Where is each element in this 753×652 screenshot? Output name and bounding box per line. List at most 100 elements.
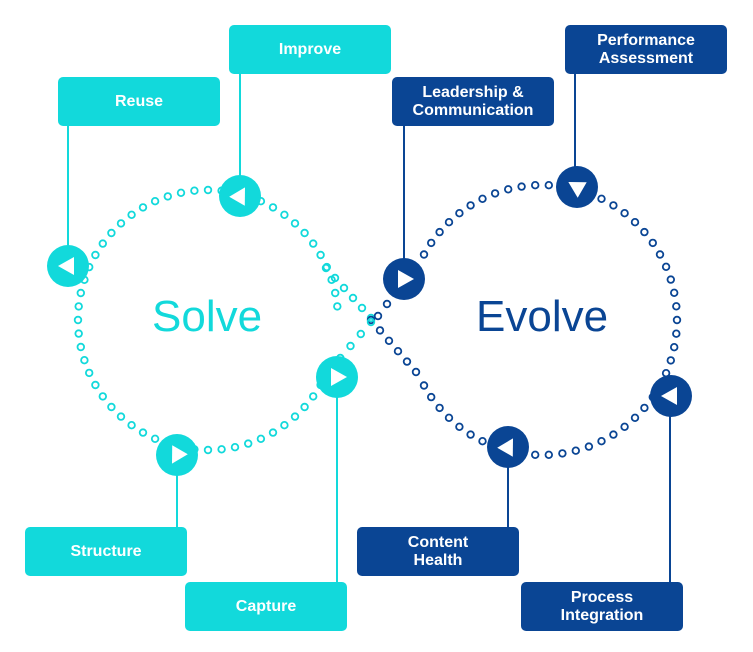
evolve-loop-dot	[597, 194, 606, 203]
evolve-loop-dot	[444, 413, 454, 422]
solve-crossover-dot	[348, 293, 358, 303]
leadership-communication-box[interactable]: Leadership & Communication	[392, 77, 554, 126]
solve-loop-dot	[76, 342, 85, 352]
solve-crossover-dot	[357, 303, 367, 313]
solve-loop-dot	[116, 219, 126, 228]
performance-marker[interactable]	[556, 166, 598, 208]
evolve-loop-dot	[466, 201, 475, 210]
play-arrow-icon	[331, 368, 347, 386]
structure-marker[interactable]	[156, 434, 198, 476]
evolve-loop-dot	[444, 217, 454, 227]
content-health-marker[interactable]	[487, 426, 529, 468]
evolve-loop-dot	[531, 180, 540, 190]
solve-loop-dot	[116, 412, 126, 421]
structure-box[interactable]: Structure	[25, 527, 187, 576]
evolve-loop-dot	[455, 208, 464, 218]
evolve-loop-dot	[620, 422, 629, 431]
solve-loop-dot	[91, 250, 100, 260]
solve-loop-dot	[309, 239, 318, 248]
solve-loop-dot	[300, 402, 309, 412]
solve-loop-dot	[309, 392, 318, 401]
solve-loop-dot	[107, 228, 116, 238]
solve-loop-dot	[127, 210, 136, 219]
improve-marker[interactable]	[219, 175, 261, 217]
evolve-loop-dot	[558, 449, 567, 458]
evolve-loop-dot	[419, 250, 429, 259]
content-health-box-label: Content Health	[407, 533, 469, 569]
evolve-loop-dot	[666, 275, 675, 284]
play-arrow-icon	[568, 182, 587, 198]
reuse-box-label: Reuse	[114, 92, 164, 110]
evolve-crossover-dot	[411, 367, 421, 377]
solve-loop-dot	[268, 428, 278, 437]
improve-box[interactable]: Improve	[229, 25, 391, 74]
solve-label: Solve	[152, 292, 263, 341]
capture-marker[interactable]	[316, 356, 358, 398]
solve-loop-dot	[331, 288, 340, 298]
evolve-loop-dot	[666, 356, 675, 365]
play-arrow-icon	[661, 387, 677, 405]
solve-loop-dot	[230, 443, 240, 452]
evolve-crossover-dot	[393, 347, 403, 356]
solve-loop-dot	[98, 392, 107, 401]
play-arrow-icon	[172, 445, 188, 464]
solve-loop-dot	[84, 368, 94, 378]
solve-loop-dot	[190, 186, 199, 195]
solve-crossover-dot	[330, 273, 340, 283]
performance-assessment-box-label: Performance Assessment	[597, 31, 695, 67]
evolve-loop-dot	[435, 403, 444, 413]
evolve-loop-dot	[544, 180, 553, 190]
reuse-box[interactable]: Reuse	[58, 77, 220, 126]
play-arrow-icon	[229, 187, 245, 206]
evolve-loop-dot	[490, 189, 500, 198]
evolve-loop-dot	[630, 413, 640, 422]
improve-box-label: Improve	[278, 40, 342, 58]
evolve-loop-dot	[478, 437, 487, 446]
evolve-loop-dot	[419, 381, 429, 390]
evolve-loop-dot	[571, 446, 580, 455]
evolve-loop-dot	[670, 288, 679, 297]
solve-loop-dot	[138, 428, 148, 437]
solve-loop-dot	[268, 203, 278, 212]
solve-loop-dot	[76, 288, 85, 298]
process-integration-box-label: Process Integration	[560, 588, 644, 624]
evolve-loop-dot	[531, 450, 540, 459]
reuse-marker[interactable]	[47, 245, 89, 287]
solve-crossover-dot	[346, 341, 355, 351]
solve-loop-dot	[290, 219, 300, 228]
evolve-loop-dot	[597, 437, 606, 446]
solve-loop-dot	[176, 188, 186, 197]
solve-loop-dot	[73, 315, 83, 325]
solve-loop-dot	[203, 445, 213, 455]
solve-loop-dot	[80, 356, 89, 365]
evolve-loop-dot	[640, 403, 649, 413]
evolve-loop-dot	[655, 250, 665, 259]
solve-loop-dot	[138, 203, 148, 212]
evolve-loop-dot	[672, 329, 681, 338]
solve-loop-dot	[98, 239, 107, 248]
evolve-loop-dot	[478, 194, 487, 203]
evolve-loop-dot	[672, 302, 681, 311]
content-health-box[interactable]: Content Health	[357, 527, 519, 576]
evolve-loop-dot	[648, 238, 657, 248]
arrow-markers	[47, 166, 692, 476]
solve-crossover-dot	[366, 317, 376, 327]
process-integration-box[interactable]: Process Integration	[521, 582, 683, 631]
evolve-crossover-dot	[384, 336, 394, 345]
evolve-loop-dot	[670, 343, 679, 352]
evolve-loop-dot	[517, 182, 526, 191]
evolve-label: Evolve	[476, 292, 609, 341]
evolve-loop-dot	[427, 238, 436, 248]
solve-loop-dot	[217, 445, 226, 454]
evolve-loop-dot	[427, 392, 436, 402]
performance-assessment-box[interactable]: Performance Assessment	[565, 25, 727, 74]
capture-box[interactable]: Capture	[185, 582, 347, 631]
evolve-loop-dot	[609, 201, 618, 210]
solve-loop-dot	[91, 380, 100, 390]
play-arrow-icon	[398, 270, 414, 288]
capture-box-label: Capture	[235, 597, 297, 615]
process-integration-marker[interactable]	[650, 375, 692, 417]
solve-loop-dot	[300, 228, 309, 238]
leadership-marker[interactable]	[383, 258, 425, 300]
